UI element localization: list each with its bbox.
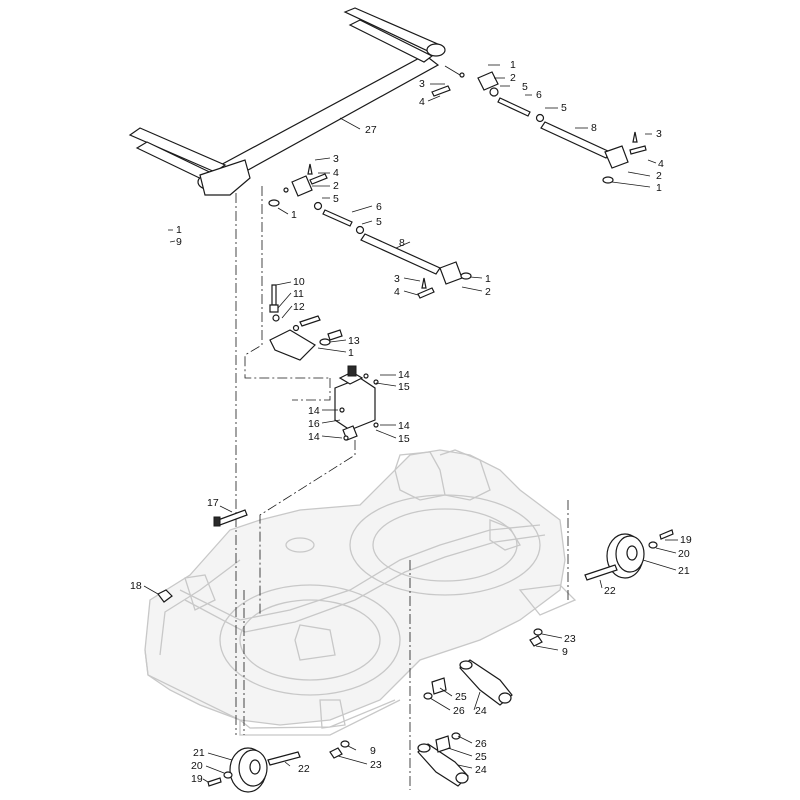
- callout-17: 17: [207, 497, 219, 509]
- callout-1: 1: [348, 347, 354, 359]
- callout-6: 6: [536, 89, 542, 101]
- callout-8: 8: [399, 237, 405, 249]
- callout-2: 2: [656, 170, 662, 182]
- callout-3: 3: [656, 128, 662, 140]
- callout-14: 14: [398, 420, 410, 432]
- callout-16: 16: [308, 418, 320, 430]
- arm-24-upper: [423, 659, 513, 706]
- callout-2: 2: [510, 72, 516, 84]
- callout-24: 24: [475, 705, 487, 717]
- left-linkage: [268, 163, 472, 299]
- callout-13: 13: [348, 335, 360, 347]
- callout-18: 18: [130, 580, 142, 592]
- callout-2: 2: [485, 286, 491, 298]
- callout-27: 27: [365, 124, 377, 136]
- callout-24: 24: [475, 764, 487, 776]
- callout-15: 15: [398, 433, 410, 445]
- callout-20: 20: [678, 548, 690, 560]
- callout-4: 4: [658, 158, 664, 170]
- callout-22: 22: [604, 585, 616, 597]
- callout-21: 21: [678, 565, 690, 577]
- callout-labels: 1 2 3 5 4 6 5 8 3 4 2 1 27 3 4 2 5 1 6 5…: [130, 59, 692, 785]
- mower-deck-ghost: [144, 449, 577, 736]
- callout-22: 22: [298, 763, 310, 775]
- callout-3: 3: [394, 273, 400, 285]
- callout-9: 9: [176, 236, 182, 248]
- bolt-17: [213, 509, 248, 527]
- callout-2: 2: [333, 180, 339, 192]
- callout-6: 6: [376, 201, 382, 213]
- callout-4: 4: [419, 96, 425, 108]
- callout-5: 5: [561, 102, 567, 114]
- callout-1: 1: [656, 182, 662, 194]
- callout-14: 14: [398, 369, 410, 381]
- callout-5: 5: [522, 81, 528, 93]
- right-wheel-assembly: [529, 529, 674, 647]
- callout-1: 1: [176, 224, 182, 236]
- right-linkage: [431, 65, 647, 184]
- phantom-lines: [235, 175, 569, 790]
- callout-11: 11: [293, 288, 304, 300]
- callout-15: 15: [398, 381, 410, 393]
- callout-19: 19: [680, 534, 692, 546]
- callout-3: 3: [419, 78, 425, 90]
- callout-1: 1: [510, 59, 516, 71]
- callout-5: 5: [333, 193, 339, 205]
- callout-3: 3: [333, 153, 339, 165]
- bracket-assembly: [269, 284, 343, 361]
- callout-8: 8: [591, 122, 597, 134]
- leader-lines: [143, 64, 678, 783]
- callout-25: 25: [475, 751, 487, 763]
- callout-23: 23: [370, 759, 382, 771]
- callout-23: 23: [564, 633, 576, 645]
- lift-frame-27: [128, 7, 446, 196]
- callout-25: 25: [455, 691, 467, 703]
- callout-1: 1: [485, 273, 491, 285]
- arm-24-lower: [417, 732, 469, 787]
- callout-1: 1: [291, 209, 297, 221]
- callout-14: 14: [308, 405, 320, 417]
- callout-12: 12: [293, 301, 305, 313]
- left-wheel-assembly: [207, 740, 350, 793]
- callout-26: 26: [475, 738, 487, 750]
- callout-26: 26: [453, 705, 465, 717]
- callout-4: 4: [394, 286, 400, 298]
- callout-9: 9: [562, 646, 568, 658]
- callout-10: 10: [293, 276, 305, 288]
- actuator-16: [334, 365, 379, 441]
- callout-20: 20: [191, 760, 203, 772]
- callout-4: 4: [333, 167, 339, 179]
- callout-21: 21: [193, 747, 205, 759]
- callout-5: 5: [376, 216, 382, 228]
- callout-9: 9: [370, 745, 376, 757]
- callout-14: 14: [308, 431, 320, 443]
- nut-18: [157, 589, 173, 603]
- callout-19: 19: [191, 773, 203, 785]
